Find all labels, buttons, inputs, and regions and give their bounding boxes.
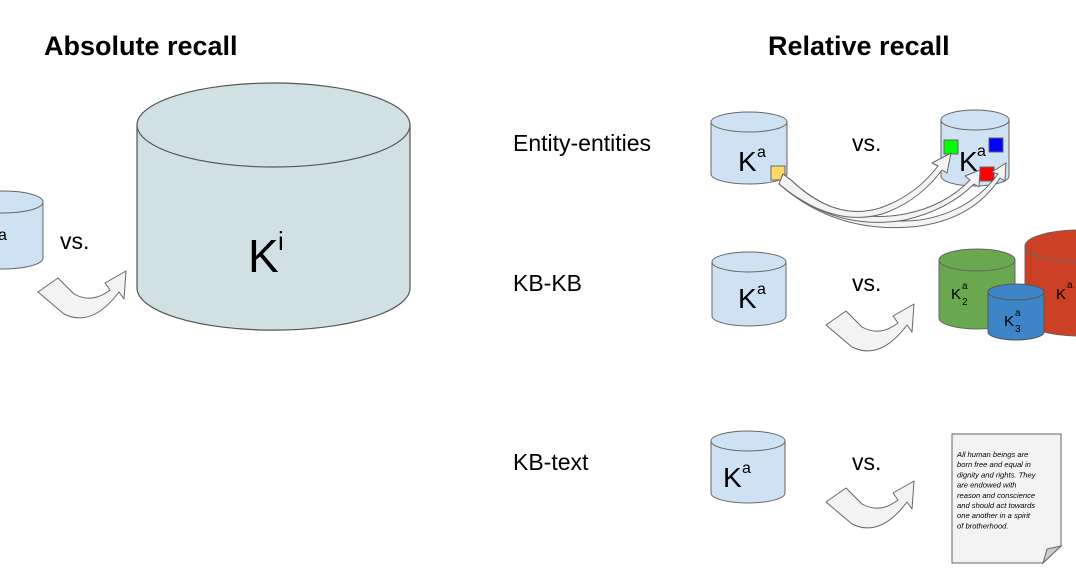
document-line: reason and conscience <box>957 491 1035 500</box>
available-kb-cylinder-row2: K a <box>711 251 787 327</box>
kb-symbol-row3: K <box>723 462 742 493</box>
ideal-kb-symbol: K <box>248 230 279 282</box>
vs-label-row2: vs. <box>852 270 881 296</box>
kb-symbol-row1: K <box>738 146 757 177</box>
arrow-row3 <box>825 480 915 529</box>
relative-recall-title: Relative recall <box>768 31 950 61</box>
kb-symbol-row2: K <box>738 283 757 314</box>
document-line: are endowed with <box>957 481 1017 490</box>
kb-symbol-blue: K <box>1004 313 1014 330</box>
available-kb-sup: a <box>0 227 7 244</box>
vs-label-row3: vs. <box>852 449 881 475</box>
vs-label-row1: vs. <box>852 130 881 156</box>
arrow-absolute <box>37 270 127 319</box>
kb-sup-row1-target: a <box>977 143 986 160</box>
document-line: of brotherhood. <box>957 521 1009 530</box>
kb-sub-blue: 3 <box>1015 324 1021 335</box>
document-line: born free and equal in <box>957 460 1031 469</box>
entity-square-blue <box>988 137 1004 153</box>
kb-sup-row1: a <box>757 144 766 161</box>
row-label-kb-kb: KB-KB <box>513 270 582 296</box>
kb-sup-row3: a <box>742 460 751 477</box>
kb-symbol-green: K <box>951 286 961 303</box>
ideal-kb-cylinder: K i <box>136 82 411 331</box>
kb-symbol-red: K <box>1056 286 1066 303</box>
kb-sub-green: 2 <box>962 297 968 308</box>
kb-sup-row2: a <box>757 281 766 298</box>
target-kb-cylinder-row1: K a <box>940 109 1010 187</box>
available-kb-cylinder-absolute: a <box>0 190 44 270</box>
ideal-kb-sup: i <box>278 226 284 256</box>
document-line: and should act towards <box>957 501 1035 510</box>
available-kb-cylinder-row3: K a <box>710 430 786 504</box>
entity-link-arrows <box>778 152 1007 229</box>
document-line: All human beings are <box>956 450 1028 459</box>
absolute-recall-title: Absolute recall <box>44 31 238 61</box>
document-line: dignity and rights. They <box>957 470 1037 479</box>
row-label-kb-text: KB-text <box>513 449 589 475</box>
entity-square-red <box>979 166 995 182</box>
kb-symbol-row1-target: K <box>959 146 978 177</box>
document-line: one another in a spirit <box>957 511 1031 520</box>
kb-cylinder-blue: K a 3 <box>987 283 1045 341</box>
kb-sup-blue: a <box>1015 308 1021 319</box>
kb-sup-red: a <box>1067 280 1073 291</box>
entity-square-green <box>943 139 959 155</box>
vs-label-absolute: vs. <box>60 228 89 254</box>
kb-sup-green: a <box>962 281 968 292</box>
arrow-row2 <box>825 303 915 352</box>
available-kb-cylinder-row1: K a <box>710 111 788 185</box>
row-label-entity-entities: Entity-entities <box>513 130 651 156</box>
